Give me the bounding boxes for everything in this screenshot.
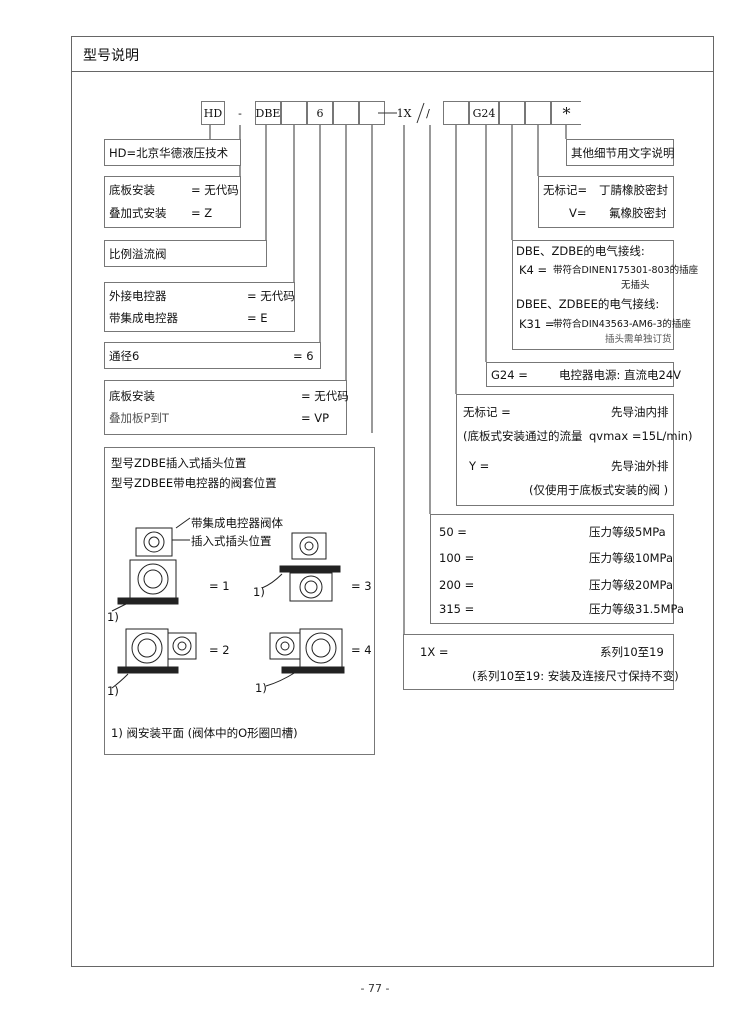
box-seal: 无标记= 丁腈橡胶密封 V= 氟橡胶密封 [538,176,674,228]
pressure-0-v: 压力等级5MPa [589,525,666,539]
drain-a: 无标记 = [463,405,511,419]
code-cell-mount [281,101,307,125]
box-drain: 无标记 = 先导油内排 (底板式安装通过的流量 qvmax =15L/min) … [456,394,693,506]
plug-l2: 型号ZDBEE带电控器的阀套位置 [111,476,277,490]
valve-position-2-icon [111,628,197,689]
elec-k31-sub: 插头需单独订货 [605,334,672,345]
mount2-b-val: = VP [301,411,330,425]
mount1-a-val: = 无代码 [191,183,239,197]
valve-position-1-icon [111,517,191,612]
mount2-a-val: = 无代码 [301,389,349,403]
plug-p3: = 3 [351,579,372,593]
elec-h2: DBEE、ZDBEE的电气接线: [516,297,660,311]
mount2-b: 叠加板P到T [109,411,169,425]
plug-one-b: 1) [107,684,119,698]
pressure-1-k: 100 = [439,551,475,565]
valve-position-3-icon [261,532,341,602]
plug-p4: = 4 [351,643,372,657]
size-a: 通径6 [109,349,140,363]
plug-note: 1) 阀安装平面 (阀体中的O形圈凹槽) [111,726,298,740]
code-cell-plug [499,101,525,125]
box-elec: DBE、ZDBE的电气接线: K4 = 带符合DINEN175301-803的插… [512,240,698,350]
plug-one-a: 1) [107,610,119,624]
seal-a: 无标记= [543,183,588,197]
elec-h1: DBE、ZDBE的电气接线: [516,244,645,258]
elec-k4-val: 带符合DINEN175301-803的插座 [553,265,699,276]
seal-a-val: 丁腈橡胶密封 [599,183,668,197]
code-cell-dbe: DBE [255,101,281,125]
plug-one-c: 1) [253,585,265,599]
box-mount2: 底板安装 = 无代码 叠加板P到T = VP [104,380,349,435]
hd-text: HD=北京华德液压技术 [109,146,229,160]
size-a-val: = 6 [293,349,314,363]
elec-k4: K4 = [519,263,548,277]
pressure-3-v: 压力等级31.5MPa [589,602,684,616]
code-cell-hd: HD [201,101,225,125]
mount2-a: 底板安装 [109,389,155,403]
pressure-3-k: 315 = [439,602,475,616]
code-cell-dash: - [225,101,255,125]
box-power: G24 = 电控器电源: 直流电24V [486,362,681,387]
box-hd: HD=北京华德液压技术 [104,139,241,166]
elec-k31-val: 带符合DIN43563-AM6-3的插座 [553,319,691,330]
box-pressure: 50 = 压力等级5MPa 100 = 压力等级10MPa 200 = 压力等级… [430,514,684,624]
elec-k31: K31 = [519,317,555,331]
mount1-b: 叠加式安装 [109,206,167,220]
drain-a-note: (底板式安装通过的流量 [463,429,583,443]
drain-a-note2: qvmax =15L/min) [589,429,693,443]
power-a: G24 = [491,368,528,382]
code-cell-g24: G24 [469,101,499,125]
plug-p2: = 2 [209,643,230,657]
code-cell-star: * [551,101,581,125]
pressure-2-k: 200 = [439,578,475,592]
prop-text: 比例溢流阀 [109,247,167,261]
code-cell-drain [443,101,469,125]
mount1-b-val: = Z [191,206,213,220]
pressure-0-k: 50 = [439,525,467,539]
valve-position-4-icon [265,628,345,687]
other-text: 其他细节用文字说明 [571,146,675,160]
series-a: 1X = [420,645,449,659]
ctrl-b-val: = E [247,311,268,325]
drain-b-val: 先导油外排 [611,459,669,473]
plug-l1: 型号ZDBE插入式插头位置 [111,456,247,470]
drain-b-note: (仅使用于底板式安装的阀 ) [529,483,669,497]
seal-b: V= [569,206,587,220]
box-series: 1X = 系列10至19 (系列10至19: 安装及连接尺寸保持不变) [403,634,679,690]
box-size: 通径6 = 6 [104,342,321,369]
ctrl-a-val: = 无代码 [247,289,295,303]
power-a-val: 电控器电源: 直流电24V [559,368,682,382]
page-frame [71,36,714,967]
page-number: - 77 - [360,982,390,995]
seal-b-val: 氟橡胶密封 [609,206,667,220]
ctrl-b: 带集成电控器 [109,311,178,325]
header-divider [71,71,714,72]
plug-c2: 插入式插头位置 [191,534,272,548]
box-prop: 比例溢流阀 [104,240,267,267]
page-title: 型号说明 [83,48,139,64]
code-cell-size: 6 [307,101,333,125]
code-cell-seal [525,101,551,125]
mount1-a: 底板安装 [109,183,155,197]
series-a-val: 系列10至19 [600,645,664,659]
box-mount1: 底板安装 = 无代码 叠加式安装 = Z [104,176,241,228]
plug-one-d: 1) [255,681,267,695]
drain-a-val: 先导油内排 [611,405,669,419]
pressure-2-v: 压力等级20MPa [589,578,674,592]
plug-p1: = 1 [209,579,230,593]
drain-b: Y = [469,459,490,473]
box-other: 其他细节用文字说明 [566,139,675,166]
elec-k4-sub: 无插头 [621,280,650,291]
series-note: (系列10至19: 安装及连接尺寸保持不变) [472,669,679,683]
ctrl-a: 外接电控器 [109,289,167,303]
plug-c1: 带集成电控器阀体 [191,516,283,530]
box-ctrl: 外接电控器 = 无代码 带集成电控器 = E [104,282,295,332]
code-cell-vp [333,101,359,125]
pressure-1-v: 压力等级10MPa [589,551,674,565]
